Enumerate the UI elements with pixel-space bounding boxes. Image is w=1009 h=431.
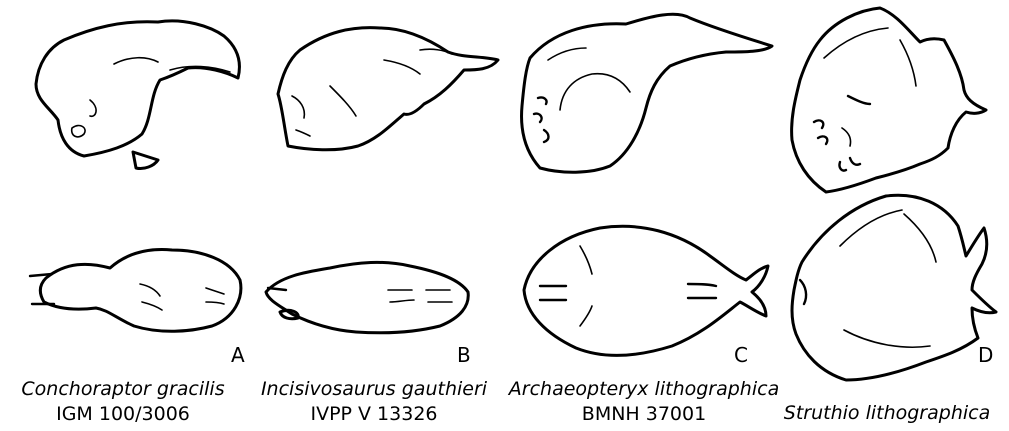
panel-d-dorsal-view: [792, 195, 996, 380]
panel-a-lateral-view: [36, 21, 239, 169]
species-name-a: Conchoraptor gracilis: [12, 377, 234, 402]
caption-c: Archaeopteryx lithographica BMNH 37001: [498, 377, 790, 427]
specimen-number-a: IGM 100/3006: [12, 402, 234, 427]
caption-b: Incisivosaurus gauthieri IVPP V 13326: [254, 377, 494, 427]
caption-a: Conchoraptor gracilis IGM 100/3006: [12, 377, 234, 427]
panel-letter-c: C: [734, 345, 748, 365]
panel-c-dorsal-view: [524, 226, 768, 355]
panel-a-dorsal-view: [30, 250, 241, 332]
caption-d: Struthio lithographica: [776, 401, 998, 426]
species-name-c: Archaeopteryx lithographica: [498, 377, 790, 402]
panel-b-lateral-view: [278, 28, 498, 150]
species-name-d: Struthio lithographica: [776, 401, 998, 426]
panel-letter-a: A: [231, 345, 245, 365]
panel-b-dorsal-view: [266, 262, 468, 332]
panel-letter-d: D: [978, 345, 993, 365]
panel-c-lateral-view: [522, 14, 772, 172]
specimen-number-b: IVPP V 13326: [254, 402, 494, 427]
panel-d-lateral-view: [792, 8, 986, 192]
species-name-b: Incisivosaurus gauthieri: [254, 377, 494, 402]
specimen-number-c: BMNH 37001: [498, 402, 790, 427]
panel-letter-b: B: [457, 345, 471, 365]
